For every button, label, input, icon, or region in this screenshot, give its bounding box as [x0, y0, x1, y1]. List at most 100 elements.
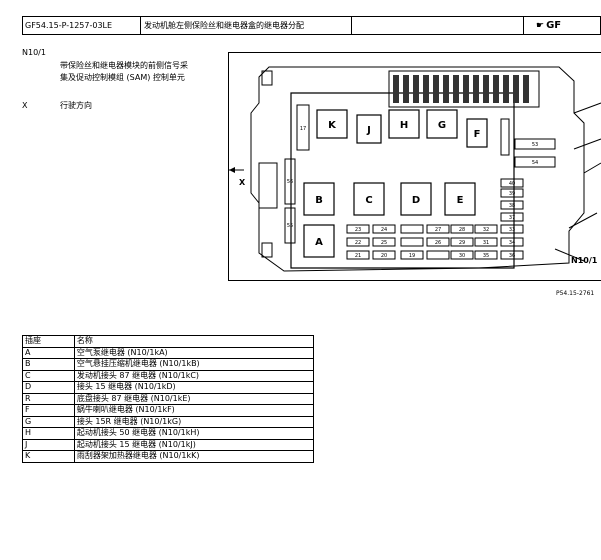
socket-cell: J	[22, 438, 75, 451]
direction-arrow-head	[229, 167, 235, 173]
relay-B-label: B	[315, 195, 323, 206]
callout-label: N10/1	[571, 256, 598, 265]
fuse-label: 31	[483, 240, 489, 246]
fuse-label: 40	[509, 181, 515, 187]
fuse-label: 32	[483, 227, 489, 233]
relay-F-box	[466, 118, 488, 148]
fuse-label: 33	[509, 227, 515, 233]
socket-cell: H	[22, 427, 75, 440]
socket-cell: C	[22, 369, 75, 382]
fuse-54	[514, 156, 556, 168]
gf-label: GF	[546, 20, 562, 31]
name-cell: 蜗牛喇叭继电器 (N10/1kF)	[73, 404, 315, 417]
fuse-label: 38	[509, 203, 515, 209]
name-cell: 发动机接头 87 继电器 (N10/1kC)	[73, 369, 315, 382]
relay-J-box	[356, 114, 382, 144]
fuse-label: 34	[509, 240, 515, 246]
cable-lines	[568, 102, 601, 229]
column-header: 名称	[73, 335, 315, 348]
legend-desc-x: 行驶方向	[60, 101, 92, 110]
fuse-label: 21	[355, 253, 361, 259]
fuse-label: 39	[509, 191, 515, 197]
name-cell: 空气悬挂压缩机继电器 (N10/1kB)	[73, 358, 315, 371]
name-cell: 接头 15 继电器 (N10/1kD)	[73, 381, 315, 394]
table-header-row: 插座 名称	[22, 335, 315, 348]
relay-D-box	[400, 182, 432, 216]
legend-desc-n10-1-line2: 集及促动控制模组 (SAM) 控制单元	[60, 73, 185, 82]
fuse-label: 23	[355, 227, 361, 233]
document-id: GF54.15-P-1257-03LE	[23, 17, 141, 34]
fuse-label: 54	[532, 160, 538, 166]
clip-top-left	[261, 70, 273, 86]
socket-cell: A	[22, 346, 75, 359]
fuse-37	[500, 212, 524, 222]
name-cell: 接头 15R 继电器 (N10/1kG)	[73, 415, 315, 428]
left-connector	[258, 162, 278, 209]
legend-key-x: X	[22, 101, 28, 110]
fuse-56	[284, 158, 296, 205]
legend-desc-n10-1-line1: 带保险丝和继电器模块的前侧信号采	[60, 61, 188, 70]
relay-K-label: K	[328, 120, 337, 131]
fuse-label: 55	[287, 223, 293, 229]
relay-D-label: D	[412, 195, 420, 206]
fuse-vert-right	[500, 118, 510, 156]
fuse-label: 53	[532, 142, 538, 148]
fuse-label: 17	[300, 126, 306, 132]
socket-cell: K	[22, 450, 75, 463]
fuse-label: 26	[435, 240, 441, 246]
fuse-label: 27	[435, 227, 441, 233]
relay-A-label: A	[315, 237, 323, 248]
fuse-label: 35	[483, 253, 489, 259]
top-fuse-strip	[388, 70, 540, 108]
legend-key-n10-1: N10/1	[22, 48, 46, 57]
fuse-label: 22	[355, 240, 361, 246]
fuse-53	[514, 138, 556, 150]
name-cell: 底盘接头 87 继电器 (N10/1kE)	[73, 392, 315, 405]
relay-C-label: C	[365, 195, 372, 206]
fuse-label: 29	[459, 240, 465, 246]
name-cell: 起动机接头 15 继电器 (N10/1kJ)	[73, 438, 315, 451]
relay-E-label: E	[457, 195, 464, 206]
figure-reference: P54.15-2761	[556, 290, 595, 297]
name-cell: 雨刮器架加热器继电器 (N10/1kK)	[73, 450, 315, 463]
fuse-label: 19	[409, 253, 415, 259]
fuse-label: 20	[381, 253, 387, 259]
fuse-40	[500, 178, 524, 188]
inner-plate	[290, 92, 515, 269]
fuse-55	[284, 207, 296, 244]
socket-cell: G	[22, 415, 75, 428]
relay-H-box	[388, 109, 420, 139]
socket-cell: D	[22, 381, 75, 394]
relay-G-box	[426, 109, 458, 139]
socket-cell: F	[22, 404, 75, 417]
name-cell: 起动机接头 50 继电器 (N10/1kH)	[73, 427, 315, 440]
name-cell: 空气泵继电器 (N10/1kA)	[73, 346, 315, 359]
fuse-label: 30	[459, 253, 465, 259]
direction-label: X	[239, 178, 246, 187]
fuse-label: 28	[459, 227, 465, 233]
relay-F-label: F	[474, 129, 481, 140]
relay-B-box	[303, 182, 335, 216]
fuse-label: 56	[287, 179, 293, 185]
relay-H-label: H	[400, 120, 408, 131]
fuse-label: 24	[381, 227, 387, 233]
callout-leader	[554, 248, 585, 262]
relay-K-box	[316, 109, 348, 139]
relay-C-box	[353, 182, 385, 216]
socket-cell: R	[22, 392, 75, 405]
fuse-39	[500, 188, 524, 198]
gf-badge: ☛GF	[523, 17, 601, 34]
fuse-relay-box-diagram: K J H G F B C D E A 23 24 27 28 32 33 22…	[228, 52, 601, 281]
fuse-17	[296, 104, 310, 151]
relay-G-label: G	[438, 120, 446, 131]
document-header: GF54.15-P-1257-03LE 发动机舱左侧保险丝和继电器盒的继电器分配…	[22, 16, 601, 35]
